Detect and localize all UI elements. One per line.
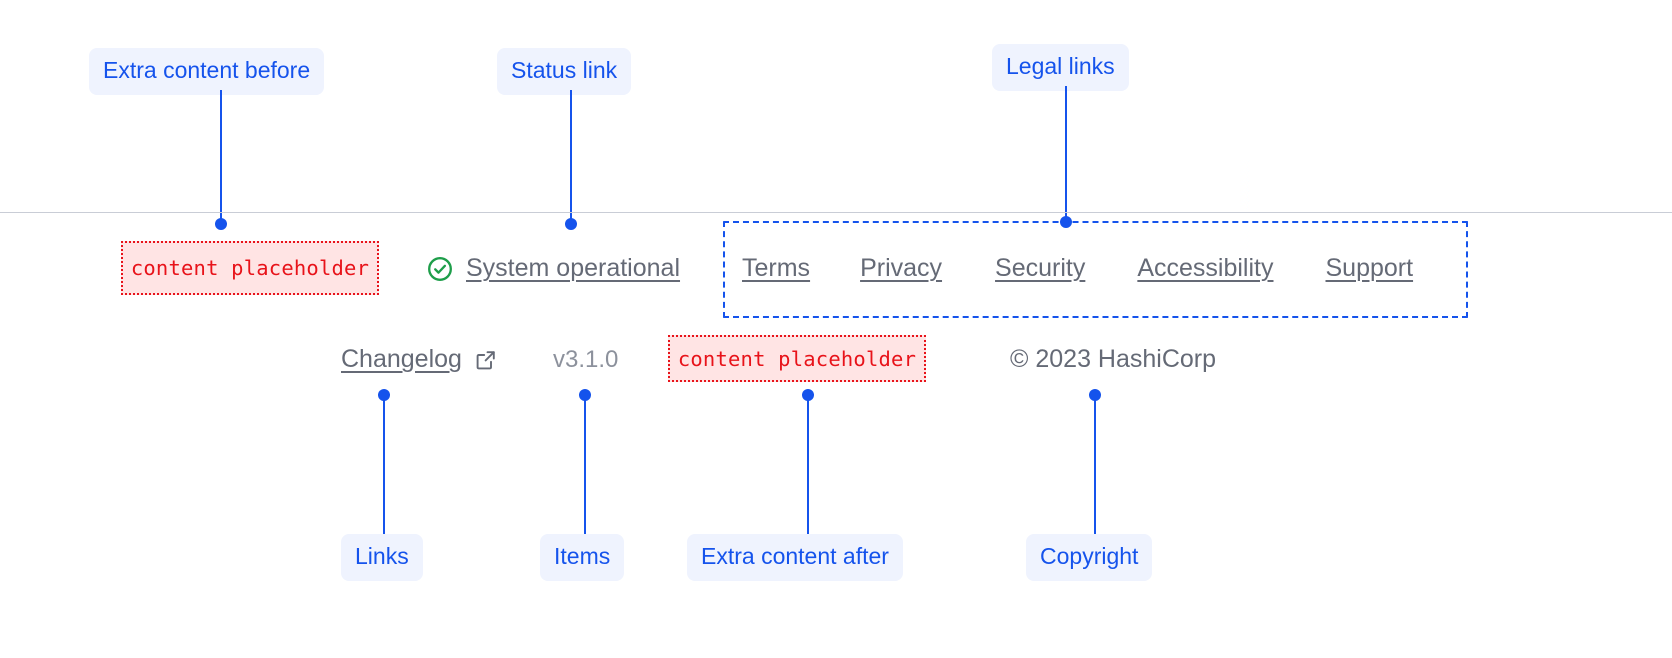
callout-status-link: Status link <box>497 48 632 95</box>
version-label: v3.1.0 <box>553 346 619 373</box>
callout-links: Links <box>341 534 423 581</box>
callout-items: Items <box>540 534 625 581</box>
check-circle-icon <box>426 255 454 283</box>
anchor-dot-extra-content-before <box>215 218 227 230</box>
status-link[interactable]: System operational <box>426 254 680 283</box>
changelog-link[interactable]: Changelog <box>341 345 498 374</box>
connector-extra-content-after <box>807 395 809 535</box>
callout-legal-links: Legal links <box>992 44 1129 91</box>
legal-link-accessibility[interactable]: Accessibility <box>1137 254 1274 282</box>
callout-copyright: Copyright <box>1026 534 1153 581</box>
copyright-text: © 2023 HashiCorp <box>1010 345 1217 373</box>
legal-links-list: Terms Privacy Security Accessibility Sup… <box>742 254 1413 283</box>
connector-status-link <box>570 90 572 224</box>
legal-link-privacy[interactable]: Privacy <box>860 254 943 282</box>
connector-links <box>383 395 385 535</box>
content-placeholder-after: content placeholder <box>668 335 926 382</box>
content-placeholder-before: content placeholder <box>121 241 379 295</box>
status-link-label: System operational <box>466 254 681 282</box>
callout-extra-content-before: Extra content before <box>89 48 325 95</box>
changelog-link-label: Changelog <box>341 345 462 373</box>
connector-items <box>584 395 586 535</box>
connector-copyright <box>1094 395 1096 535</box>
anchor-dot-status-link <box>565 218 577 230</box>
footer-top-divider <box>0 212 1672 213</box>
legal-link-terms[interactable]: Terms <box>742 254 811 282</box>
callout-extra-content-after: Extra content after <box>687 534 903 581</box>
external-link-icon <box>474 348 498 372</box>
legal-link-support[interactable]: Support <box>1325 254 1414 282</box>
legal-links-group-outline <box>723 221 1468 318</box>
connector-extra-content-before <box>220 90 222 224</box>
legal-link-security[interactable]: Security <box>995 254 1086 282</box>
connector-legal-links <box>1065 86 1067 222</box>
